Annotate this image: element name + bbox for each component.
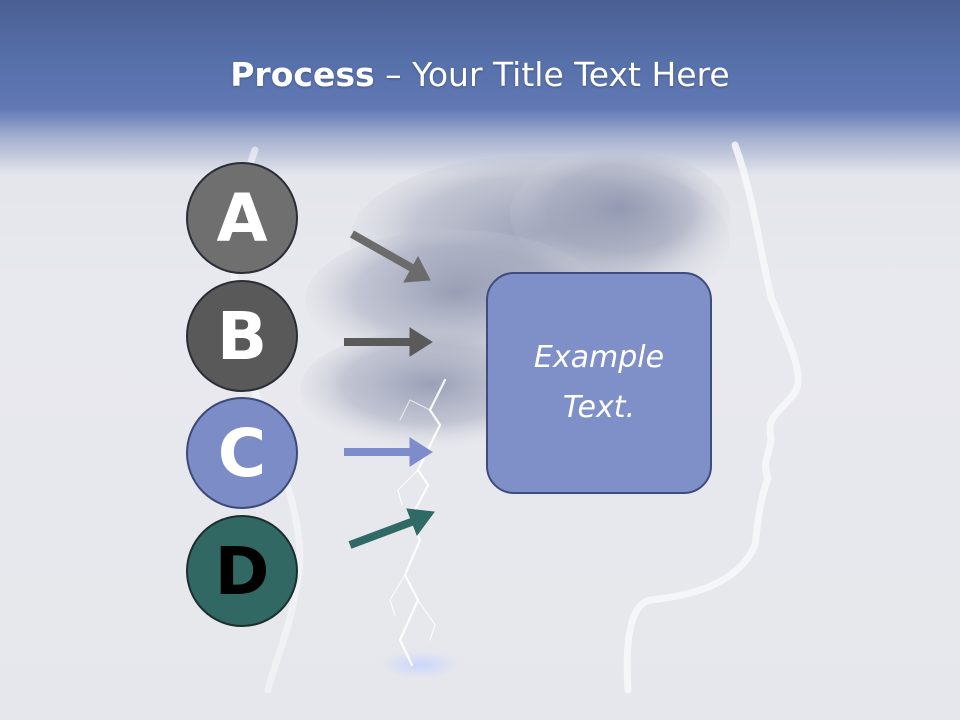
header-band — [0, 0, 960, 175]
step-d-circle: D — [186, 515, 298, 627]
step-b-letter: B — [216, 297, 268, 375]
step-a-circle: A — [186, 162, 298, 274]
result-text: Example Text. — [533, 340, 665, 425]
title-bold: Process — [230, 55, 375, 94]
step-b-circle: B — [186, 280, 298, 392]
step-c-circle: C — [186, 397, 298, 509]
step-c-letter: C — [217, 414, 267, 492]
step-a-letter: A — [216, 179, 268, 257]
arrow-a-icon — [350, 230, 431, 283]
arrow-c-icon — [344, 437, 433, 467]
arrow-b-icon — [344, 327, 433, 357]
result-text-box: Example Text. — [486, 272, 712, 494]
slide-title: Process – Your Title Text Here — [0, 52, 960, 98]
title-rest: – Your Title Text Here — [374, 55, 730, 94]
arrow-d-icon — [348, 508, 435, 549]
step-d-letter: D — [214, 532, 270, 610]
